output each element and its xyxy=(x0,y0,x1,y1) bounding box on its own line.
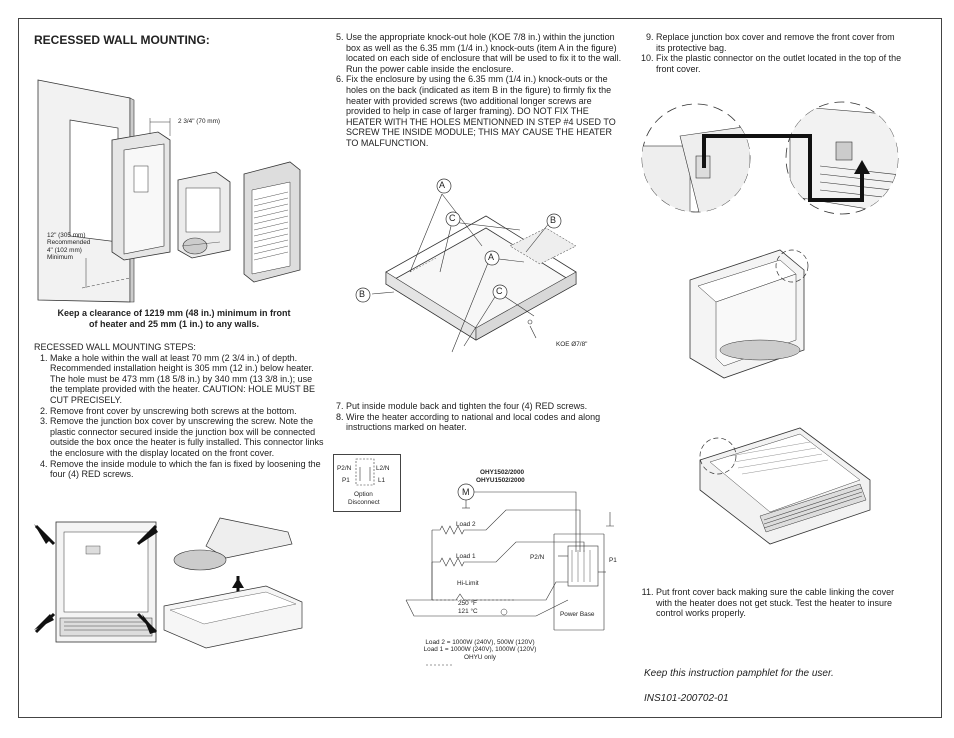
step-2: Remove front cover by unscrewing both sc… xyxy=(50,406,326,417)
step-8: Wire the heater according to national an… xyxy=(346,412,626,433)
temp-f-label: 250 °F xyxy=(458,600,477,607)
p2n-label: P2/N xyxy=(530,554,545,561)
steps-1-4: RECESSED WALL MOUNTING STEPS: Make a hol… xyxy=(34,342,326,480)
fig-label-b: B xyxy=(550,215,557,225)
option-disconnect-box: P2/N L2/N P1 L1 Option Disconnect xyxy=(333,454,401,512)
step-11: Put front cover back making sure the cab… xyxy=(656,587,906,619)
step-7: Put inside module back and tighten the f… xyxy=(346,401,626,412)
steps-heading: RECESSED WALL MOUNTING STEPS: xyxy=(34,342,196,352)
fig-label-c-mid xyxy=(492,284,508,300)
model-label-2: OHYU1502/2000 xyxy=(476,477,525,484)
steps-7-8: Put inside module back and tighten the f… xyxy=(330,401,626,433)
fig-label-b-left xyxy=(355,287,371,303)
model-label-1: OHY1502/2000 xyxy=(480,469,525,476)
step-6: Fix the enclosure by using the 6.35 mm (… xyxy=(346,74,626,148)
recessed-mounting-illustration xyxy=(37,79,301,303)
fig-label-b-2: B xyxy=(359,289,366,299)
step-4: Remove the inside module to which the fa… xyxy=(50,459,326,480)
clearance-note: Keep a clearance of 1219 mm (48 in.) min… xyxy=(57,308,291,329)
fig-label-c-top xyxy=(445,211,461,227)
fig-label-b-right xyxy=(546,213,562,229)
koe-label: KOE Ø7/8" xyxy=(556,341,588,348)
steps-5-6: Use the appropriate knock-out hole (KOE … xyxy=(330,32,626,149)
front-cover-illustration xyxy=(699,427,871,545)
wiring-legend: Load 2 = 1000W (240V), 500W (120V) Load … xyxy=(423,639,537,661)
step-5: Use the appropriate knock-out hole (KOE … xyxy=(346,32,626,74)
steps-9-10: Replace junction box cover and remove th… xyxy=(640,32,906,74)
hilimit-label: Hi-Limit xyxy=(457,580,479,587)
load2-label: Load 2 xyxy=(456,521,476,528)
fig-label-a-mid xyxy=(484,250,500,266)
step-9: Replace junction box cover and remove th… xyxy=(656,32,906,53)
step-11-block: Put front cover back making sure the cab… xyxy=(640,587,906,619)
dim-depth-label: 2 3/4" (70 mm) xyxy=(178,118,221,125)
document-id: INS101-200702-01 xyxy=(644,693,729,704)
keep-instruction-note: Keep this instruction pamphlet for the u… xyxy=(644,668,834,679)
power-base-label: Power Base xyxy=(560,611,595,618)
connector-detail-illustration xyxy=(641,101,899,215)
step-3: Remove the junction box cover by unscrew… xyxy=(50,416,326,458)
p1-label: P1 xyxy=(609,557,617,564)
wiring-diagram xyxy=(405,483,614,666)
fig-label-a: A xyxy=(439,180,446,190)
fig-label-c-2: C xyxy=(496,286,503,296)
motor-label: M xyxy=(462,487,470,497)
section-title: RECESSED WALL MOUNTING: xyxy=(34,33,210,47)
page-border xyxy=(18,18,942,718)
enclosure-figure xyxy=(371,193,577,353)
module-removal-illustration xyxy=(34,517,303,649)
fig-label-a-2: A xyxy=(488,252,495,262)
step-10: Fix the plastic connector on the outlet … xyxy=(656,53,906,74)
heater-base-illustration xyxy=(689,249,809,379)
load1-label: Load 1 xyxy=(456,553,476,560)
fig-label-c: C xyxy=(449,213,456,223)
step-1: Make a hole within the wall at least 70 … xyxy=(50,353,326,406)
dim-height-label: 12" (305 mm) Recommended 4" (102 mm) Min… xyxy=(47,232,91,262)
fig-label-a-top xyxy=(436,178,452,194)
temp-c-label: 121 °C xyxy=(458,608,478,615)
